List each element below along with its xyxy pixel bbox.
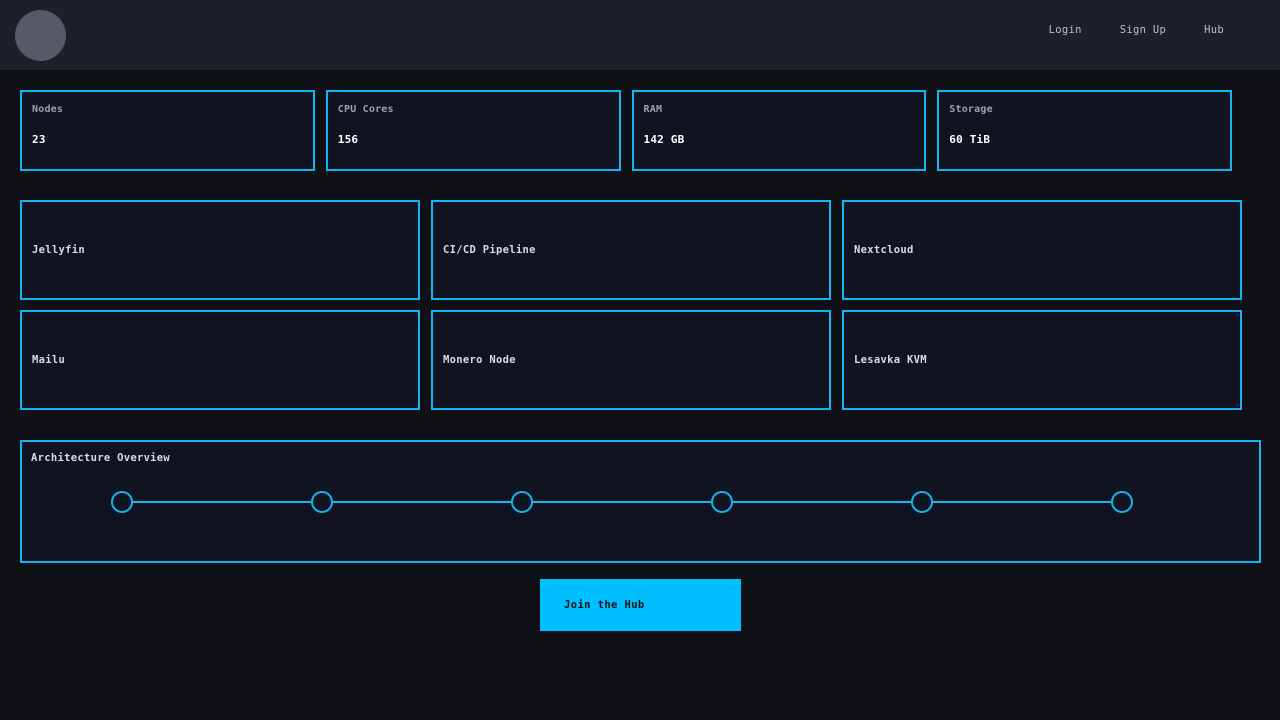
stat-value: 156 [337,133,359,146]
stat-label: Nodes [32,104,64,115]
architecture-node-1[interactable] [111,491,133,513]
architecture-title: Architecture Overview [31,452,171,464]
service-title: Mailu [32,354,66,366]
service-title: Jellyfin [32,244,85,256]
stat-value: 23 [32,133,46,146]
stats-row: Nodes 23 CPU Cores 156 RAM 142 GB Storag… [20,90,1232,171]
architecture-node-4[interactable] [711,491,733,513]
nav-link-login[interactable]: Login [1048,24,1082,36]
architecture-node-6[interactable] [1111,491,1133,513]
service-card-nextcloud[interactable]: Nextcloud [842,200,1242,300]
stat-card-ram: RAM 142 GB [631,90,927,171]
service-title: CI/CD Pipeline [443,244,536,256]
architecture-node-5[interactable] [911,491,933,513]
stat-label: Storage [949,104,993,115]
join-the-hub-button[interactable]: Join the Hub [540,579,741,631]
service-title: Monero Node [443,354,516,366]
service-card-mailu[interactable]: Mailu [20,310,420,410]
stat-label: RAM [643,104,663,115]
stat-card-cpu-cores: CPU Cores 156 [325,90,621,171]
services-grid: Jellyfin CI/CD Pipeline Nextcloud Mailu … [20,200,1242,410]
service-card-lesavka-kvm[interactable]: Lesavka KVM [842,310,1242,410]
main-nav: Login Sign Up Hub [1049,24,1224,36]
architecture-node-2[interactable] [311,491,333,513]
stat-card-nodes: Nodes 23 [20,90,315,171]
stat-label: CPU Cores [337,104,394,115]
architecture-diagram [111,491,1133,513]
service-card-jellyfin[interactable]: Jellyfin [20,200,420,300]
stat-value: 142 GB [643,133,685,146]
service-card-cicd-pipeline[interactable]: CI/CD Pipeline [431,200,831,300]
stat-card-storage: Storage 60 TiB [937,90,1232,171]
avatar[interactable] [15,10,66,61]
architecture-panel: Architecture Overview [20,440,1261,563]
service-title: Nextcloud [854,244,914,256]
service-card-monero-node[interactable]: Monero Node [431,310,831,410]
stat-value: 60 TiB [949,133,991,146]
nav-link-hub[interactable]: Hub [1204,24,1224,36]
service-title: Lesavka KVM [854,354,927,366]
site-header: Login Sign Up Hub [0,0,1280,71]
architecture-node-3[interactable] [511,491,533,513]
nav-link-sign-up[interactable]: Sign Up [1119,24,1167,36]
